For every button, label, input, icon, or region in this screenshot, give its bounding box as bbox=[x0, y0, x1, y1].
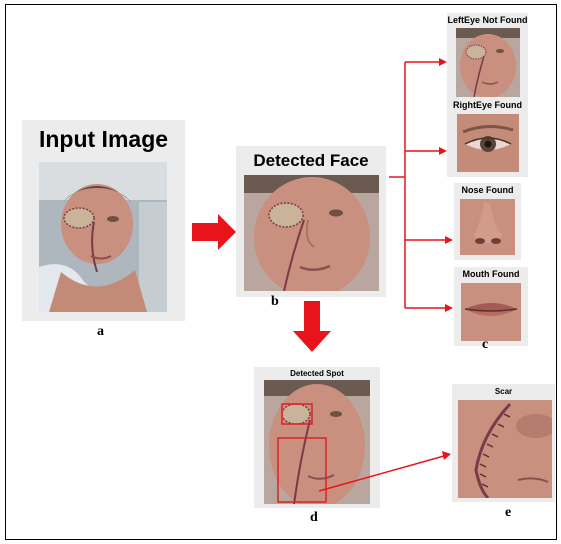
arrows-layer bbox=[6, 5, 556, 539]
arrow-face-to-spot bbox=[293, 301, 331, 352]
arrow-face-to-features bbox=[389, 62, 447, 308]
arrow-heads bbox=[439, 58, 453, 312]
arrow-spot-to-scar bbox=[319, 456, 444, 491]
figure-frame: Input Image a Detected Face bbox=[5, 4, 557, 540]
arrow-input-to-face bbox=[192, 214, 236, 250]
